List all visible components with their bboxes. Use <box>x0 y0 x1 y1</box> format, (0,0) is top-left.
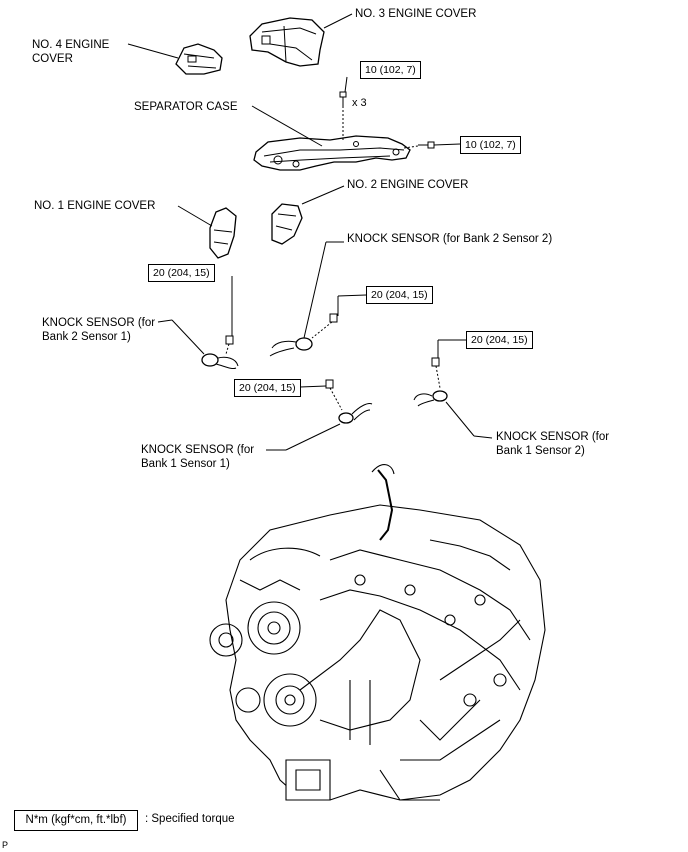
separator-case <box>253 135 411 171</box>
separator-bolt <box>339 91 347 106</box>
knock-sensor-b2s1-label: KNOCK SENSOR (for Bank 2 Sensor 1) <box>42 317 156 343</box>
no4-engine-cover <box>175 43 223 75</box>
no4-cover-leader <box>127 43 179 59</box>
bolt-quantity: x 3 <box>352 97 367 109</box>
no2-cover-leader <box>301 185 345 205</box>
no1-cover-leader <box>177 205 213 227</box>
engine-assembly <box>209 464 546 801</box>
knock-sensor-b2s2 <box>269 313 338 357</box>
torque-ks-b2s1: 20 (204, 15) <box>148 264 215 282</box>
separator-side-bolt <box>418 141 435 149</box>
no3-engine-cover <box>249 17 325 67</box>
separator-leader <box>251 105 323 147</box>
knock-sensor-b1s1-label: KNOCK SENSOR (for Bank 1 Sensor 1) <box>141 444 255 470</box>
no3-cover-leader <box>323 13 353 29</box>
no4-engine-cover-label: NO. 4 ENGINE COVER <box>32 39 110 65</box>
no1-engine-cover-label: NO. 1 ENGINE COVER <box>34 200 156 212</box>
torque-ks-b2s2: 20 (204, 15) <box>366 286 433 304</box>
knock-sensor-b2s1 <box>201 335 239 369</box>
no2-engine-cover <box>271 203 303 245</box>
knock-sensor-b1s1 <box>325 379 373 424</box>
legend-description: : Specified torque <box>145 813 235 825</box>
knock-sensor-b2s2-label: KNOCK SENSOR (for Bank 2 Sensor 2) <box>347 233 553 245</box>
separator-case-label: SEPARATOR CASE <box>134 101 238 113</box>
knock-sensor-b1s2 <box>413 357 448 407</box>
torque-separator-top: 10 (102, 7) <box>360 61 421 79</box>
legend-torque-units: N*m (kgf*cm, ft.*lbf) <box>14 810 138 831</box>
no1-engine-cover <box>209 207 237 259</box>
knock-sensor-b1s2-label: KNOCK SENSOR (for Bank 1 Sensor 2) <box>496 431 610 457</box>
torque-separator-side: 10 (102, 7) <box>460 136 521 154</box>
torque-ks-b1s2: 20 (204, 15) <box>466 331 533 349</box>
no2-engine-cover-label: NO. 2 ENGINE COVER <box>347 179 469 191</box>
torque-ks-b1s1: 20 (204, 15) <box>234 379 301 397</box>
no3-engine-cover-label: NO. 3 ENGINE COVER <box>355 8 477 20</box>
footer-code: P <box>2 840 9 850</box>
